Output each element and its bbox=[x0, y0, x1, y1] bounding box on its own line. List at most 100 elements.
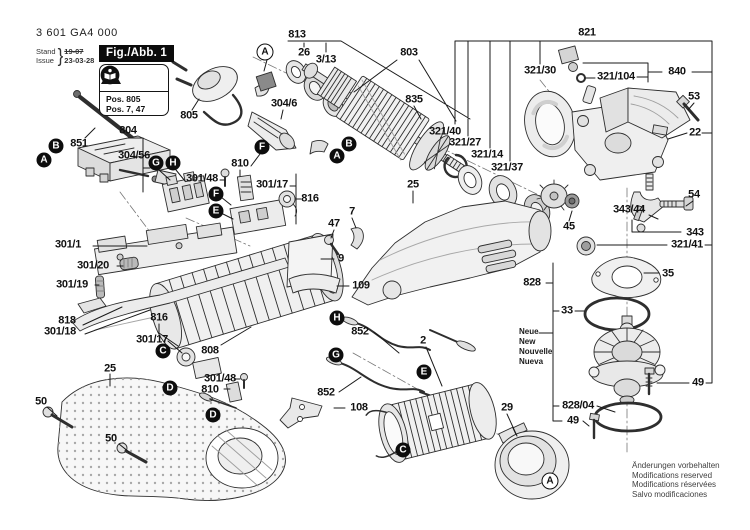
part-label-50: 50 bbox=[35, 395, 47, 408]
assembly-marker-g-filled: G bbox=[328, 347, 344, 363]
part-label-321-27: 321/27 bbox=[449, 136, 481, 149]
part-label-343: 343 bbox=[686, 226, 704, 239]
new-part-flag: Neue New Nouvelle Nueva bbox=[519, 327, 552, 367]
part-label-828: 828 bbox=[523, 276, 541, 289]
power-cord-drawing bbox=[171, 60, 277, 126]
assembly-marker-h-filled: H bbox=[165, 155, 181, 171]
part-label-810: 810 bbox=[231, 157, 249, 170]
assembly-marker-a-outline: A bbox=[256, 43, 274, 61]
guard-flange-drawing bbox=[524, 90, 576, 158]
superseded-date: 19-07 bbox=[64, 47, 84, 56]
covers-840-22-drawing bbox=[599, 87, 700, 139]
modifications-note-en: Modifications reserved bbox=[632, 470, 713, 480]
part-label-301-20: 301/20 bbox=[77, 259, 109, 272]
handle-cover-25-drawing bbox=[42, 377, 286, 501]
assembly-marker-c-filled: C bbox=[395, 442, 411, 458]
part-label-50: 50 bbox=[105, 432, 117, 445]
part-label-840: 840 bbox=[668, 65, 686, 78]
part-label-304-56: 304/56 bbox=[118, 149, 150, 162]
part-label-7: 7 bbox=[349, 205, 355, 218]
part-label-321-30: 321/30 bbox=[524, 64, 556, 77]
part-label-301-1: 301/1 bbox=[54, 238, 82, 251]
assembly-marker-a-filled: A bbox=[329, 148, 345, 164]
part-label-321-104: 321/104 bbox=[597, 70, 635, 83]
part-label-49: 49 bbox=[567, 414, 579, 427]
part-label-301-17: 301/17 bbox=[136, 333, 168, 346]
part-label-852: 852 bbox=[351, 325, 369, 338]
new-flag-es: Nueva bbox=[519, 357, 544, 366]
read-manual-icon bbox=[100, 65, 120, 85]
assembly-marker-a-outline: A bbox=[541, 472, 559, 490]
plate-9-109-drawing bbox=[286, 227, 364, 294]
assembly-marker-e-filled: E bbox=[416, 364, 432, 380]
part-label-54: 54 bbox=[688, 188, 700, 201]
assembly-marker-f-filled: F bbox=[254, 139, 270, 155]
part-label-109: 109 bbox=[352, 279, 370, 292]
part-label-29: 29 bbox=[501, 401, 513, 414]
part-label-852: 852 bbox=[317, 386, 335, 399]
part-label-301-17: 301/17 bbox=[256, 178, 288, 191]
assembly-marker-b-filled: B bbox=[341, 136, 357, 152]
figure-label: Fig./Abb. 1 bbox=[99, 45, 174, 62]
part-label-804: 804 bbox=[119, 124, 137, 137]
new-flag-en: New bbox=[519, 337, 536, 346]
part-label-301-18: 301/18 bbox=[44, 325, 76, 338]
issue-label: Issue bbox=[36, 56, 54, 65]
part-label-805: 805 bbox=[180, 109, 198, 122]
part-label-321-37: 321/37 bbox=[491, 161, 523, 174]
assembly-marker-g-filled: G bbox=[148, 155, 164, 171]
gear-group-828-drawing bbox=[576, 236, 666, 440]
leader-lines bbox=[46, 40, 713, 453]
assembly-marker-d-filled: D bbox=[205, 407, 221, 423]
modifications-note-fr: Modifications réservées bbox=[632, 480, 717, 490]
assembly-marker-c-filled: C bbox=[155, 343, 171, 359]
motor-housing-25-drawing bbox=[351, 200, 552, 306]
new-flag-de: Neue bbox=[519, 327, 539, 336]
assembly-marker-d-filled: D bbox=[162, 380, 178, 396]
stand-issue-block: Stand Issue } 19-07 23-03-28 bbox=[36, 45, 95, 67]
pos-note-line1: Pos. 805 bbox=[106, 94, 141, 104]
part-label-25: 25 bbox=[407, 178, 419, 191]
assembly-marker-a-filled: A bbox=[36, 152, 52, 168]
assembly-marker-f-filled: F bbox=[208, 186, 224, 202]
part-label-2: 2 bbox=[420, 334, 426, 347]
part-label-301-48: 301/48 bbox=[186, 172, 218, 185]
type-number: 3 601 GA4 000 bbox=[36, 27, 118, 39]
connector-block-drawing bbox=[161, 171, 210, 213]
part-label-321-41: 321/41 bbox=[671, 238, 703, 251]
warning-note-box: Pos. 805 Pos. 7, 47 bbox=[99, 64, 169, 116]
part-label-33: 33 bbox=[561, 304, 573, 317]
part-label-808: 808 bbox=[201, 344, 219, 357]
modifications-note-es: Salvo modificaciones bbox=[632, 490, 708, 500]
stand-label: Stand bbox=[36, 47, 56, 56]
clip-drawing bbox=[309, 139, 329, 155]
armature-835-drawing bbox=[301, 62, 471, 177]
part-label-818: 818 bbox=[58, 314, 76, 327]
part-label-45: 45 bbox=[563, 220, 575, 233]
cone-304-6-drawing bbox=[247, 111, 297, 151]
pos-note-line2: Pos. 7, 47 bbox=[106, 104, 146, 114]
part-label-47: 47 bbox=[328, 217, 340, 230]
part-label-9: 9 bbox=[338, 252, 344, 265]
part-label-321-14: 321/14 bbox=[471, 148, 503, 161]
assembly-marker-e-filled: E bbox=[208, 203, 224, 219]
assembly-marker-b-filled: B bbox=[48, 138, 64, 154]
part-label-810: 810 bbox=[201, 383, 219, 396]
new-flag-fr: Nouvelle bbox=[519, 347, 553, 356]
switch-301-1-drawing bbox=[94, 222, 238, 299]
part-label-321-40: 321/40 bbox=[429, 125, 461, 138]
issue-date: 23-03-28 bbox=[64, 56, 95, 65]
lock-lever-343-drawing bbox=[630, 173, 694, 233]
part-label-304-6: 304/6 bbox=[270, 97, 298, 110]
modifications-note: Änderungen vorbehalten Modifications res… bbox=[632, 461, 720, 500]
part-label-22: 22 bbox=[689, 126, 701, 139]
part-label-816: 816 bbox=[150, 311, 168, 324]
part-label-851: 851 bbox=[70, 137, 88, 150]
part-label-821: 821 bbox=[578, 26, 596, 39]
part-label-25: 25 bbox=[104, 362, 116, 375]
part-label-26: 26 bbox=[298, 46, 310, 59]
part-label-301-48: 301/48 bbox=[204, 372, 236, 385]
part-label-835: 835 bbox=[405, 93, 423, 106]
